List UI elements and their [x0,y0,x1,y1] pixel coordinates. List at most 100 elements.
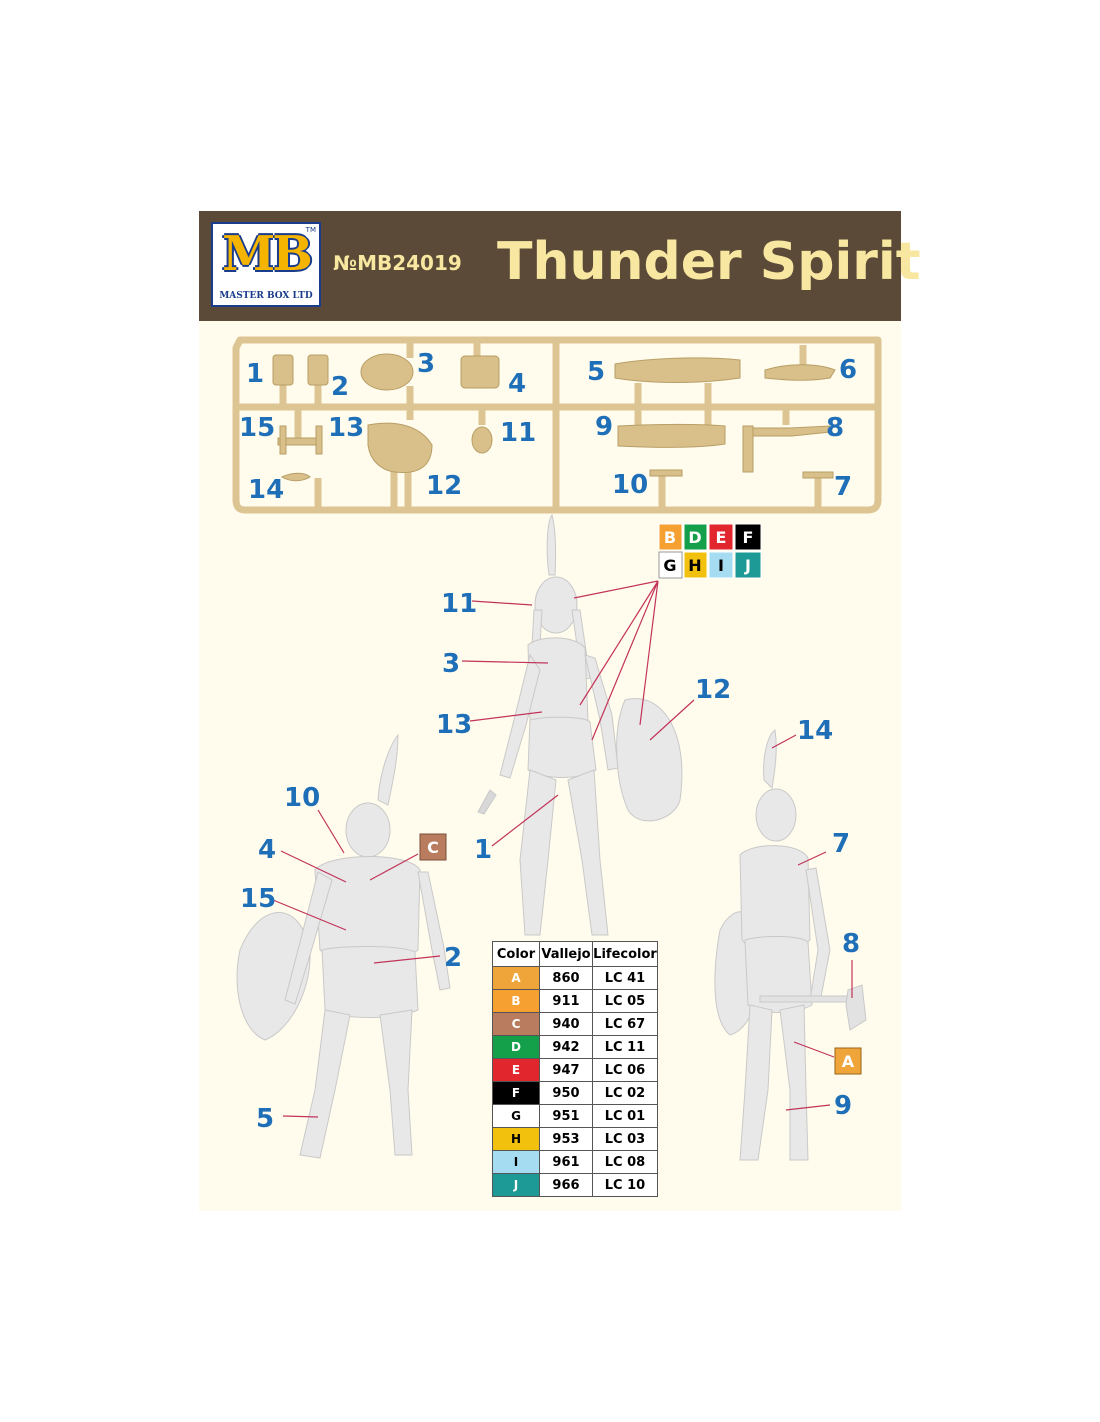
front-figure [477,513,683,936]
color-swatch-cell: F [492,1081,540,1105]
color-swatch-cell: D [492,1035,540,1059]
sprue-parts [272,353,836,482]
vallejo-code-cell: 940 [539,1012,593,1036]
callout-front: 1 [474,835,492,865]
callout-back: 15 [240,884,276,914]
callout-front: 11 [441,589,477,619]
callout-numbers: 11 3 13 1 12 10 4 15 2 5 14 7 8 9 [240,589,860,1134]
callout-side: 8 [842,929,860,959]
color-swatch-cell: A [492,966,540,990]
callout-back: 2 [444,943,462,973]
catalog-number: №MB24019 [333,251,462,275]
logo-trademark: TM [305,226,316,234]
color-tag-c: C [427,838,439,857]
vallejo-code-cell: 950 [539,1081,593,1105]
table-header-row: Color Vallejo Lifecolor [492,941,658,967]
back-figure [236,733,451,1159]
sprue-frame [232,336,882,514]
color-grid-letter: I [718,556,724,575]
vallejo-code-cell: 911 [539,989,593,1013]
sprue-number: 2 [331,372,349,402]
lifecolor-code-cell: LC 05 [592,989,658,1013]
callout-side: 9 [834,1091,852,1121]
sprue-number: 6 [839,355,857,385]
color-grid-letter: F [743,528,754,547]
sprue-number: 5 [587,357,605,387]
column-header-color: Color [492,941,540,967]
vallejo-code-cell: 947 [539,1058,593,1082]
page-title: Thunder Spirit [497,232,921,292]
sprue-number: 12 [426,471,462,501]
callout-front: 13 [436,710,472,740]
sprue-number: 8 [826,413,844,443]
color-swatch-cell: H [492,1127,540,1151]
sprue-number: 9 [595,412,613,442]
column-header-lifecolor: Lifecolor [592,941,658,967]
sprue-number: 11 [500,418,536,448]
color-swatch-cell: G [492,1104,540,1128]
sprue-number: 1 [246,359,264,389]
callout-front: 12 [695,675,731,705]
color-swatch-cell: E [492,1058,540,1082]
callout-side: 14 [797,716,833,746]
color-swatch-cell: J [492,1173,540,1197]
callout-side: 7 [832,829,850,859]
lifecolor-code-cell: LC 10 [592,1173,658,1197]
callout-back: 10 [284,783,320,813]
vallejo-code-cell: 966 [539,1173,593,1197]
lifecolor-code-cell: LC 08 [592,1150,658,1174]
callout-front: 3 [442,649,460,679]
color-swatch-cell: B [492,989,540,1013]
lifecolor-code-cell: LC 41 [592,966,658,990]
lifecolor-code-cell: LC 67 [592,1012,658,1036]
column-header-vallejo: Vallejo [539,941,593,967]
vallejo-code-cell: 860 [539,966,593,990]
color-tag-a: A [842,1052,855,1071]
lifecolor-code-cell: LC 03 [592,1127,658,1151]
lifecolor-code-cell: LC 01 [592,1104,658,1128]
color-swatch-cell: I [492,1150,540,1174]
leader-lines [272,580,853,1118]
callout-back: 5 [256,1104,274,1134]
sprue-labels: 1 2 3 4 5 6 9 8 15 13 11 14 12 10 7 [239,349,857,505]
vallejo-code-cell: 951 [539,1104,593,1128]
sprue-number: 4 [508,369,526,399]
logo-mb-text: MB [222,226,313,282]
master-box-logo: MB TM MASTER BOX LTD [211,222,321,307]
color-grid-letter: G [663,556,676,575]
color-grid-letter: J [744,556,751,575]
sprue-number: 14 [248,475,284,505]
lifecolor-code-cell: LC 06 [592,1058,658,1082]
color-grid-letter: H [688,556,701,575]
vallejo-code-cell: 953 [539,1127,593,1151]
color-grid-letter: E [716,528,727,547]
lifecolor-code-cell: LC 11 [592,1035,658,1059]
sprue-number: 7 [834,472,852,502]
sprue-number: 15 [239,413,275,443]
sprue-number: 13 [328,413,364,443]
sprue-number: 3 [417,349,435,379]
color-grid-letter: D [688,528,701,547]
lifecolor-code-cell: LC 02 [592,1081,658,1105]
color-tags: C A [419,833,862,1075]
vallejo-code-cell: 961 [539,1150,593,1174]
vallejo-code-cell: 942 [539,1035,593,1059]
side-figure [714,729,867,1161]
color-swatch-cell: C [492,1012,540,1036]
color-grid: B D E F G H I J [658,523,762,579]
sprue-number: 10 [612,470,648,500]
color-grid-letter: B [664,528,676,547]
logo-subtitle: MASTER BOX LTD [219,291,313,301]
